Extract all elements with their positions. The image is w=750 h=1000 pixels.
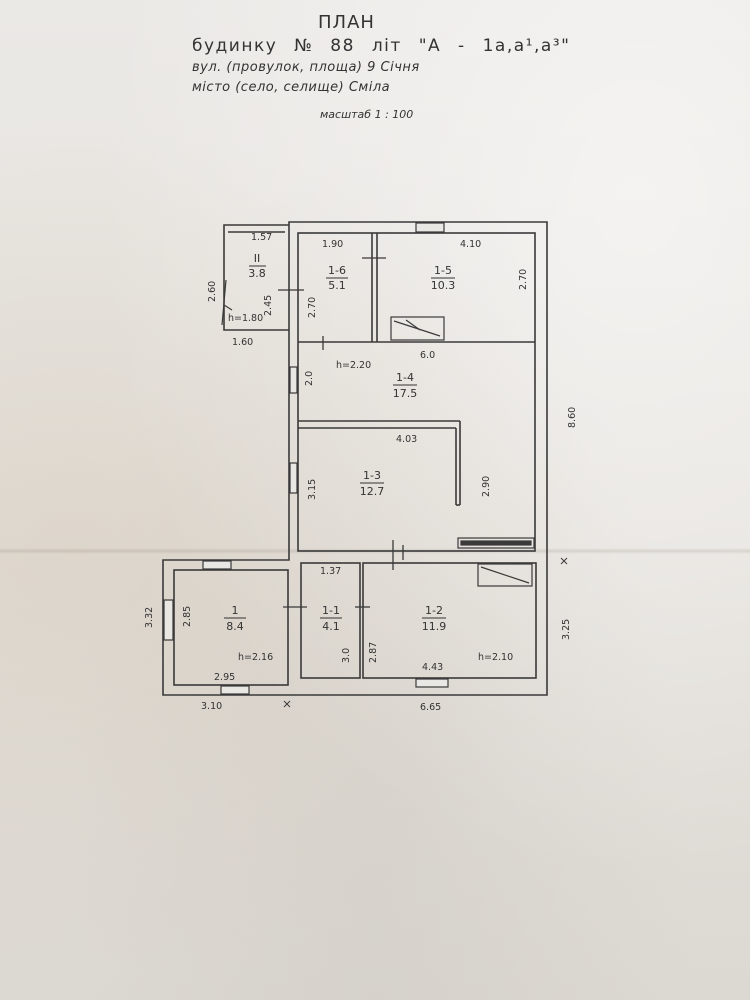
dim-label: 4.10 [460,239,481,250]
dim-label: 1.90 [322,239,343,250]
dim-label: h=1.80 [228,313,263,324]
windows [163,222,449,695]
dim-label: 3.32 [144,607,155,628]
porch-post [221,279,227,326]
dim-label: 1.57 [251,232,272,243]
city-line: місто (село, селище) Сміла [192,80,391,95]
dim-label: 2.95 [214,672,235,683]
walls [162,221,548,696]
room-label-area: 4.1 [322,620,340,633]
dim-label: 3.10 [201,701,222,712]
room-label-area: 10.3 [431,279,456,292]
window-r15 [415,222,445,233]
dim-label: h=2.16 [238,652,273,663]
dim-label: 2.85 [182,606,193,627]
stove-r12 [477,563,533,587]
room-label-id: II [254,252,261,265]
dim-label: 2.70 [307,297,318,318]
room-label-id: 1-2 [425,604,443,617]
room-1-1-walls [300,562,361,679]
stoves [390,316,535,587]
dim-label: 4.43 [422,662,443,673]
room-label-id: 1-6 [328,264,346,277]
room-label-id: 1-1 [322,604,340,617]
room-label-id: 1-4 [396,371,414,384]
room-label-id: 1 [232,604,239,617]
stove-r15 [390,316,445,341]
dim-label: 8.60 [567,407,578,428]
dim-label: 2.90 [481,476,492,497]
street-line: вул. (провулок, площа) 9 Січня [192,60,420,75]
room-label-area: 8.4 [226,620,244,633]
scale-note: масштаб 1 : 100 [320,108,414,121]
dim-label: 3.15 [307,479,318,500]
inner-wall-upper [297,232,536,552]
corner-marks [283,557,568,708]
room-label-area: 5.1 [328,279,346,292]
window-r1-top [202,560,232,570]
room-label-area: 3.8 [248,267,266,280]
window-r13 [289,462,298,494]
room-label-id: 1-5 [434,264,452,277]
room-label-area: 11.9 [422,620,447,633]
room-label-id: 1-3 [363,469,381,482]
room-1-2-walls [362,562,537,679]
dim-label: 6.65 [420,702,441,713]
outer-wall-main [162,221,548,696]
room-label-area: 17.5 [393,387,418,400]
room-1-walls [173,569,289,686]
dim-label: h=2.20 [336,360,371,371]
dim-label: 4.03 [396,434,417,445]
dim-label: 1.60 [232,337,253,348]
dim-label: h=2.10 [478,652,513,663]
window-r14 [289,366,298,394]
house-subtitle: будинку № 88 літ "А - 1а,а¹,а³" [192,36,571,56]
dim-label: 2.60 [207,281,218,302]
stove-r13 [457,537,535,549]
dim-label: 6.0 [420,350,435,361]
window-r1-side [163,599,174,641]
room-label-area: 12.7 [360,485,385,498]
dim-label: 2.87 [368,642,379,663]
dimension-labels: 1.57 2.60 2.45 h=1.80 1.60 1.90 2.70 4.1… [144,232,578,713]
plan-title: ПЛАН [318,12,375,33]
window-r1-bottom [220,685,250,695]
doors [278,257,404,608]
dim-label: 2.45 [263,295,274,316]
dim-label: 1.37 [320,566,341,577]
room-labels: II 3.8 1-6 5.1 1-5 10.3 1-4 17.5 1-3 12.… [224,252,455,633]
porch-walls [223,224,289,331]
dim-label: 2.70 [518,269,529,290]
dim-label: 3.0 [341,648,352,663]
dim-label: 2.0 [304,371,315,386]
dim-label: 3.25 [561,619,572,640]
window-r12 [415,678,449,688]
